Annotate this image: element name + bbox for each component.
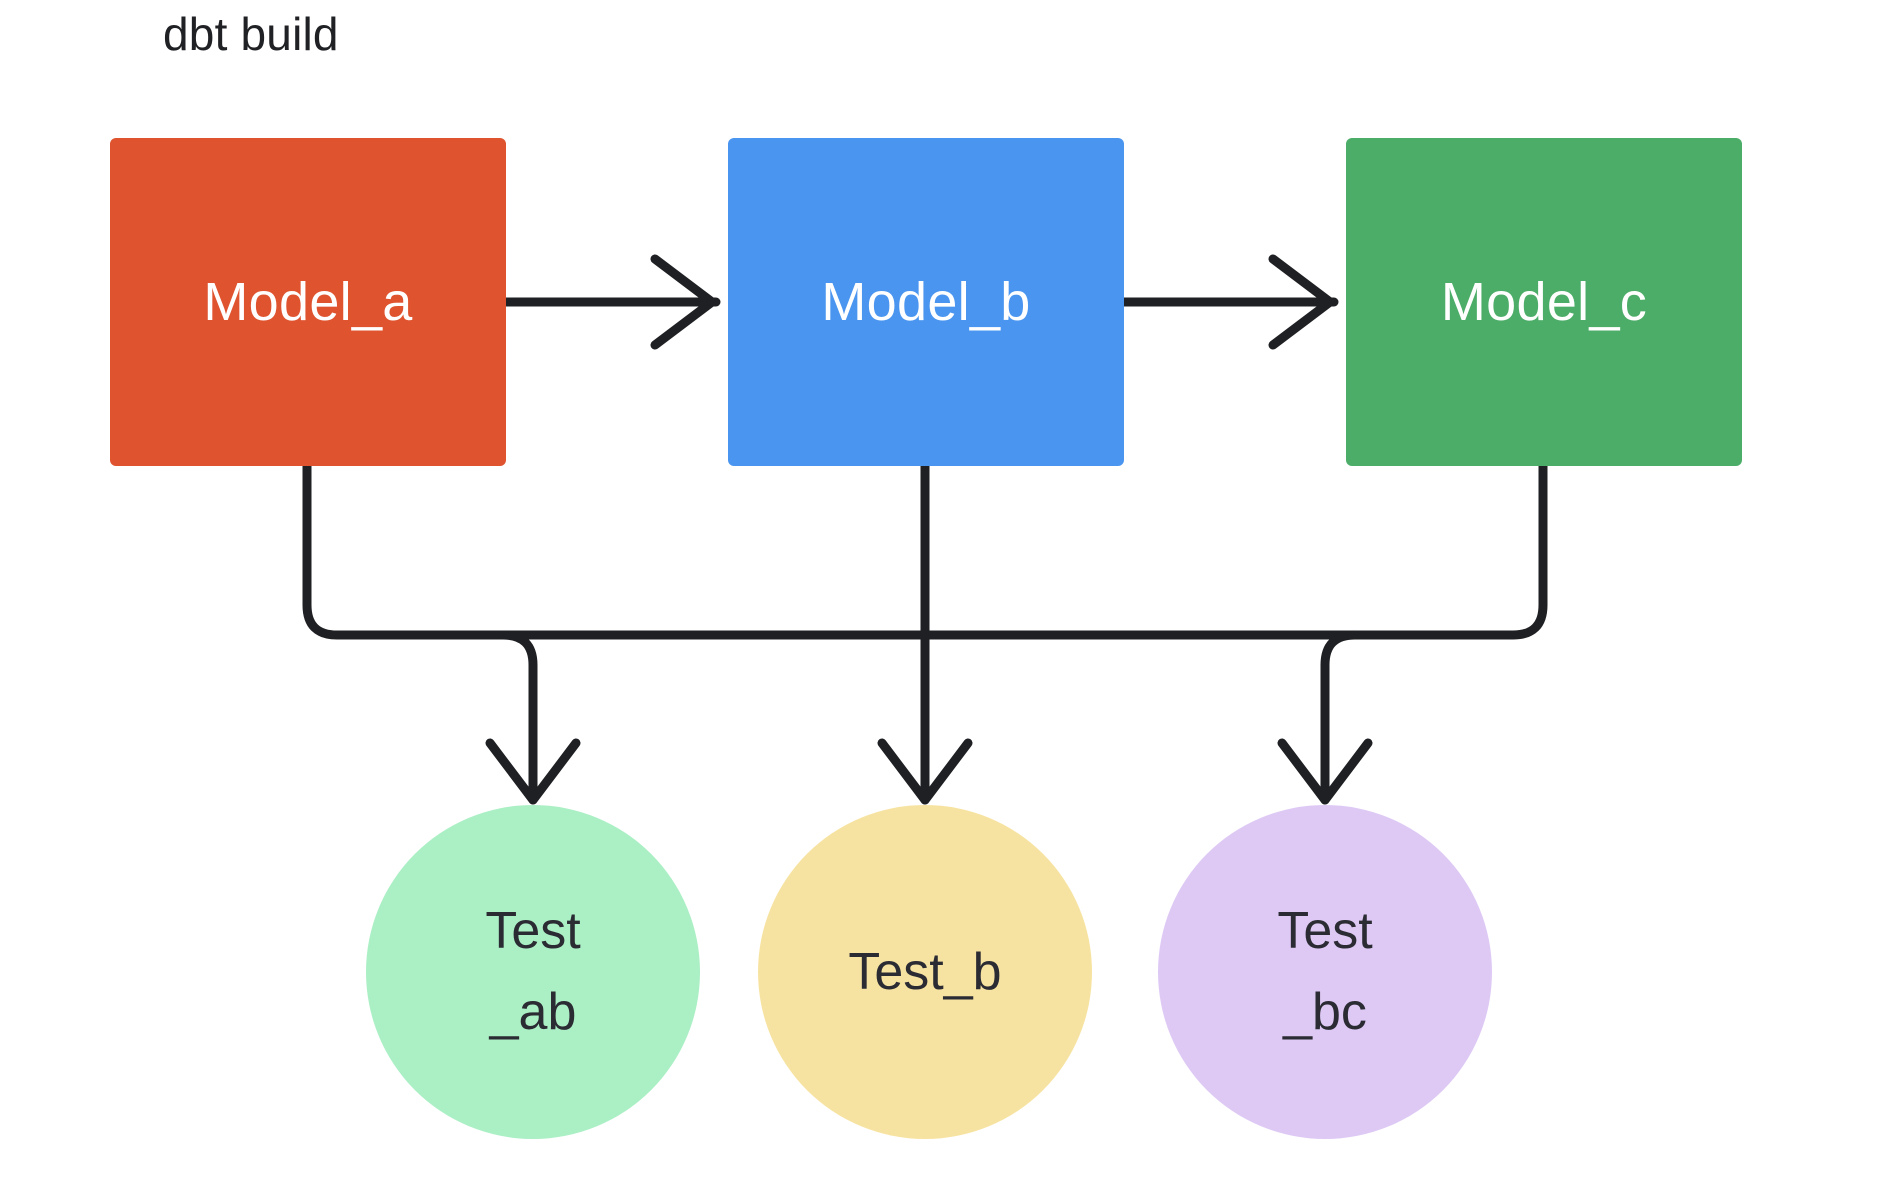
node-model-c-label: Model_c bbox=[1440, 272, 1648, 332]
node-test-ab-label-line-1: Test bbox=[485, 902, 581, 961]
node-test-ab-label-line-2: _ab bbox=[489, 983, 577, 1041]
edge-model-b-to-test-b bbox=[877, 461, 973, 805]
node-test-b[interactable]: Test_b bbox=[758, 805, 1092, 1139]
edge-model-a-to-model-b bbox=[501, 254, 721, 350]
node-model-a[interactable]: Model_a bbox=[110, 138, 506, 466]
node-test-b-label-line-1: Test_b bbox=[848, 942, 1002, 1001]
node-model-a-label: Model_a bbox=[203, 272, 413, 332]
edge-model-b-to-model-c bbox=[1119, 254, 1339, 350]
edge-bus-to-test-ab bbox=[485, 630, 581, 805]
node-test-ab[interactable]: Test _ab bbox=[366, 805, 700, 1139]
page-title: dbt build bbox=[163, 8, 339, 60]
edge-model-a-to-bus bbox=[302, 461, 930, 640]
node-model-c[interactable]: Model_c bbox=[1346, 138, 1742, 466]
node-test-bc-label-line-1: Test bbox=[1277, 902, 1373, 961]
node-model-b-label: Model_b bbox=[821, 272, 1031, 332]
edge-model-c-to-bus bbox=[920, 461, 1548, 640]
edge-bus-to-test-bc bbox=[1277, 630, 1373, 805]
node-test-bc-label-line-2: _bc bbox=[1283, 983, 1367, 1041]
node-test-bc[interactable]: Test _bc bbox=[1158, 805, 1492, 1139]
node-model-b[interactable]: Model_b bbox=[728, 138, 1124, 466]
